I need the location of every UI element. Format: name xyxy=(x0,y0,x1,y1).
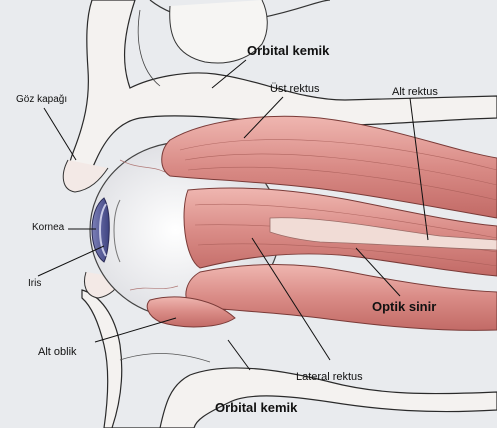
iris-shape xyxy=(99,203,107,257)
label-iris: Iris xyxy=(28,278,42,289)
sclera-vessels xyxy=(119,151,269,301)
label-ust-rektus: Üst rektus xyxy=(270,83,320,95)
label-goz-kapagi: Göz kapağı xyxy=(16,94,68,105)
label-lateral-rektus: Lateral rektus xyxy=(296,371,363,383)
inferior-oblique-muscle xyxy=(146,296,236,328)
optic-nerve xyxy=(269,217,497,251)
upper-rectus-muscle xyxy=(161,115,497,219)
label-kornea: Kornea xyxy=(32,222,65,233)
lower-orbital-tissue xyxy=(119,353,211,363)
label-orbital-kemik-top: Orbital kemik xyxy=(247,43,330,58)
label-alt-oblik: Alt oblik xyxy=(38,346,77,358)
lens xyxy=(113,199,121,263)
leader-lines xyxy=(37,59,429,371)
upper-skull-wall xyxy=(169,0,268,64)
label-optik-sinir: Optik sinir xyxy=(372,299,437,314)
label-alt-rektus: Alt rektus xyxy=(392,86,438,98)
label-orbital-kemik-bottom: Orbital kemik xyxy=(215,400,298,415)
upper-rectus-fibers xyxy=(179,139,497,201)
upper-orbital-bone-inner xyxy=(137,9,161,87)
upper-eyelid xyxy=(62,159,109,193)
